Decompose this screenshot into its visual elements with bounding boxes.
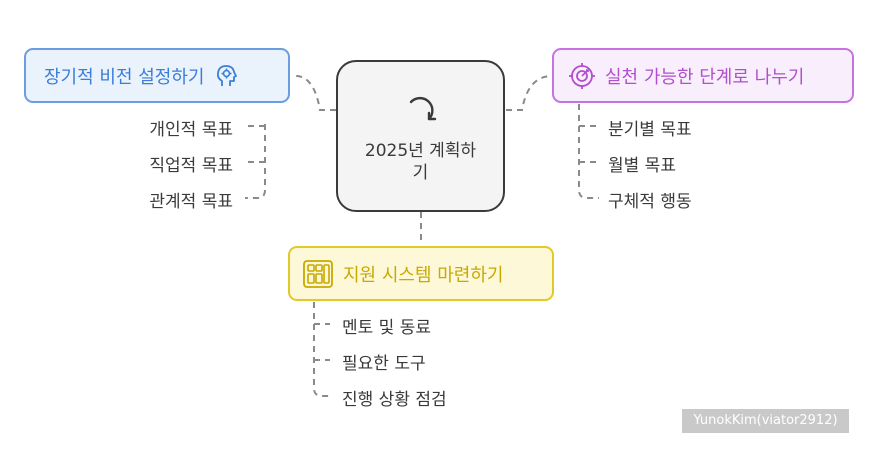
branch-steps-label: 실천 가능한 단계로 나누기 xyxy=(605,66,805,88)
leaf-support-progress: 진행 상황 점검 xyxy=(342,390,447,410)
leaf-vision-career: 직업적 목표 xyxy=(149,156,233,176)
leaf-steps-actions: 구체적 행동 xyxy=(608,192,692,212)
branch-steps: 실천 가능한 단계로 나누기 xyxy=(552,48,854,103)
leaf-steps-quarterly: 분기별 목표 xyxy=(608,120,692,140)
refresh-icon xyxy=(409,96,436,121)
branch-support-label: 지원 시스템 마련하기 xyxy=(343,264,504,286)
leaf-vision-relationship: 관계적 목표 xyxy=(149,192,233,212)
leaf-steps-monthly: 월별 목표 xyxy=(608,156,676,176)
target-icon xyxy=(569,62,595,89)
gear-head-icon xyxy=(217,64,238,86)
leaf-vision-personal: 개인적 목표 xyxy=(149,120,233,140)
dashboard-grid-icon xyxy=(303,259,333,288)
branch-vision-label: 장기적 비전 설정하기 xyxy=(44,66,205,88)
branch-vision: 장기적 비전 설정하기 xyxy=(24,48,290,103)
leaf-support-tools: 필요한 도구 xyxy=(342,354,426,374)
center-title: 2025년 계획하기 xyxy=(364,141,477,183)
branch-support: 지원 시스템 마련하기 xyxy=(288,246,554,301)
watermark: YunokKim(viator2912) xyxy=(682,409,849,433)
leaf-support-mentors: 멘토 및 동료 xyxy=(342,318,432,338)
center-node: 2025년 계획하기 xyxy=(336,60,505,212)
